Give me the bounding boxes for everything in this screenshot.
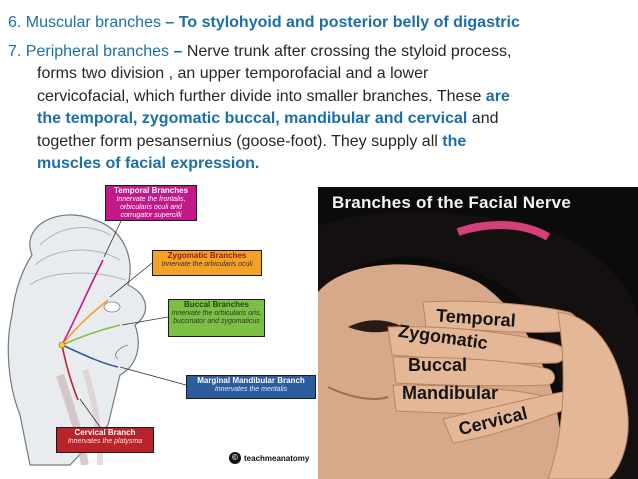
item-text-line5: together form pesansernius (goose-foot).… <box>37 132 467 150</box>
slide-text: 6. Muscular branches – To stylohyoid and… <box>8 12 630 176</box>
callout-description: Innervates the platysma <box>67 438 143 445</box>
item-dash: – <box>165 14 175 31</box>
item-number: 6. <box>8 14 22 31</box>
copyright-icon: © <box>229 452 241 464</box>
teachmeanatomy-logo: © teachmeanatomy <box>229 452 309 464</box>
facial-nerve-anatomy-illustration: Temporal Branches Innervate the frontali… <box>0 185 326 479</box>
item-dash: – <box>173 42 183 60</box>
item-text-line3: cervicofacial, which further divide into… <box>37 87 510 105</box>
list-item-peripheral-branches: 7. Peripheral branches – Nerve trunk aft… <box>8 41 630 64</box>
callout-zygomatic-branches: Zygomatic Branches Innervate the orbicul… <box>152 250 262 276</box>
callout-buccal-branches: Buccal Branches Innervate the orbiculari… <box>168 299 265 337</box>
callout-description: Innervate the frontalis, orbicularis ocu… <box>116 196 186 219</box>
callout-temporal-branches: Temporal Branches Innervate the frontali… <box>105 185 197 221</box>
callout-title: Temporal Branches <box>113 186 189 195</box>
callout-title: Marginal Mandibular Branch <box>197 376 305 385</box>
callout-title: Cervical Branch <box>74 428 136 437</box>
photo-title: Branches of the Facial Nerve <box>332 193 571 212</box>
callout-title: Buccal Branches <box>184 300 249 309</box>
item-label: Peripheral branches <box>25 42 169 60</box>
finger-label-buccal: Buccal <box>408 355 468 375</box>
item-text-line2: forms two division , an upper temporofac… <box>37 65 429 82</box>
facial-nerve-hand-photo: Branches of the Facial Nerve Temporal Zy… <box>318 187 638 479</box>
item-label: Muscular branches <box>25 14 161 31</box>
callout-cervical-branch: Cervical Branch Innervates the platysma <box>56 427 154 453</box>
item-description: To stylohyoid and posterior belly of dig… <box>178 14 520 31</box>
callout-description: Innervates the mentalis <box>214 386 288 393</box>
callout-title: Zygomatic Branches <box>167 251 247 260</box>
callout-marginal-mandibular-branch: Marginal Mandibular Branch Innervates th… <box>186 375 316 399</box>
list-item-muscular-branches: 6. Muscular branches – To stylohyoid and… <box>8 12 630 35</box>
face-and-hand-photo <box>318 212 638 479</box>
callout-description: Innervate the orbicularis oculi <box>161 261 253 268</box>
logo-text: teachmeanatomy <box>244 453 310 463</box>
item-text-line6: muscles of facial expression. <box>37 155 260 172</box>
callout-description: Innervate the orbicularis oris, buccinat… <box>171 310 262 325</box>
item-number: 7. <box>8 42 22 60</box>
head-anatomy-drawing <box>7 214 187 466</box>
item-text-line1: Nerve trunk after crossing the styloid p… <box>186 42 512 60</box>
item-text-line4: the temporal, zygomatic buccal, mandibul… <box>37 110 499 127</box>
finger-label-mandibular: Mandibular <box>402 383 499 403</box>
